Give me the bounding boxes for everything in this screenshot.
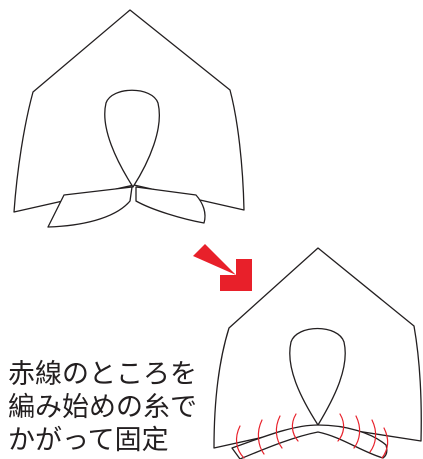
hood-after-face-loop	[289, 328, 346, 426]
stitch-mark	[353, 415, 361, 449]
stitch-mark	[235, 425, 245, 459]
instruction-line-2: 編み始めの糸で	[8, 392, 197, 423]
stitch-mark	[381, 427, 389, 459]
instruction-text: 赤線のところを 編み始めの糸で かがって固定	[8, 358, 208, 457]
stitch-mark	[275, 415, 283, 449]
stitch-mark	[291, 413, 299, 442]
stitch-marks	[235, 413, 389, 459]
stitch-mark	[369, 419, 377, 453]
instruction-line-3: かがって固定	[8, 425, 169, 456]
arrow-shape	[193, 244, 252, 291]
stitch-mark	[337, 413, 345, 442]
arrow-down-right-icon	[193, 244, 252, 291]
hood-before-face-loop	[104, 89, 160, 188]
hood-before-right-flap	[135, 186, 206, 224]
hood-before	[13, 9, 245, 228]
hood-before-left-flap	[47, 186, 133, 228]
instruction-line-1: 赤線のところを	[8, 359, 197, 390]
stitch-mark	[257, 419, 265, 455]
hood-after	[213, 247, 422, 459]
hood-after-band	[231, 424, 388, 459]
